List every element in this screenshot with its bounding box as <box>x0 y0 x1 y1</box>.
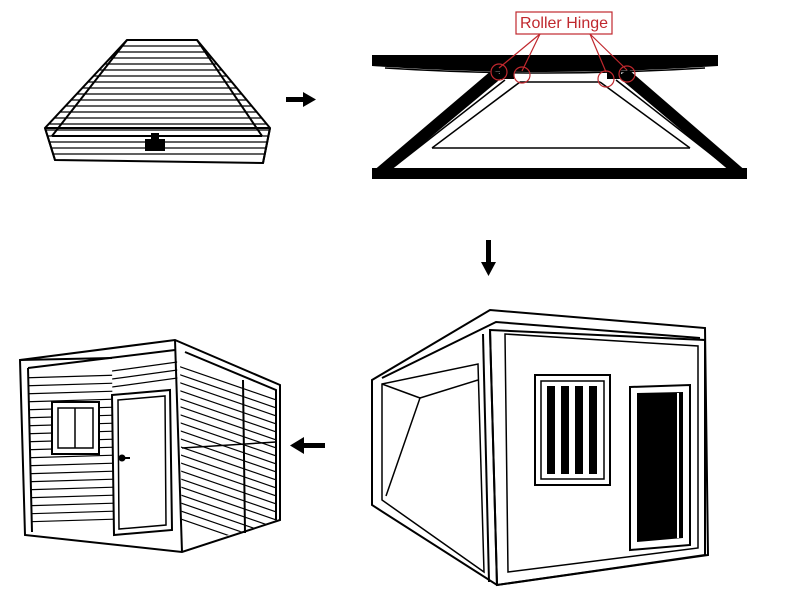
step-2-roof-frame <box>372 55 747 179</box>
arrow-left-step3-to-step4 <box>290 437 325 454</box>
arrow-down-step2-to-step3 <box>481 240 496 276</box>
right-hinge-marker <box>597 70 615 88</box>
roller-hinge-callout: Roller Hinge <box>490 11 636 88</box>
step-3-frame-with-walls <box>371 308 710 587</box>
roller-hinge-label: Roller Hinge <box>520 15 608 32</box>
arrow-right-step1-to-step2 <box>286 92 316 107</box>
left-hinge-marker-2 <box>513 66 531 84</box>
step-4-assembled-house <box>18 338 281 554</box>
step-1-folded-bundle <box>43 39 272 165</box>
roller-hinge-label-box <box>515 11 613 35</box>
right-hinge-marker-2 <box>618 65 636 83</box>
left-hinge-marker <box>490 63 508 81</box>
